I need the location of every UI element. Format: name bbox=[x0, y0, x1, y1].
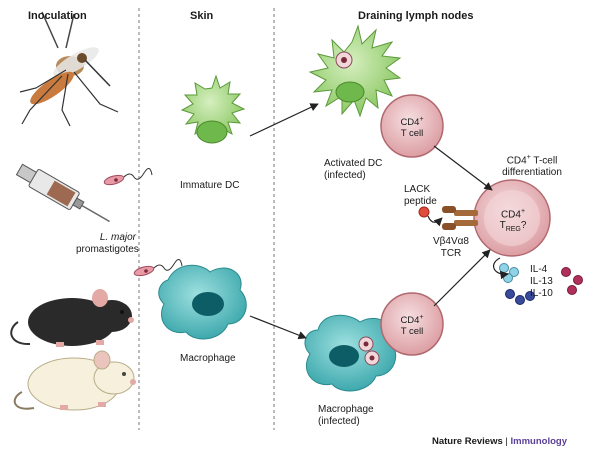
infected-macrophage-cell bbox=[304, 314, 397, 392]
black-mouse-icon bbox=[10, 289, 134, 347]
secretion-arrow bbox=[492, 257, 509, 280]
header-inoculation: Inoculation bbox=[28, 10, 87, 22]
syringe-icon bbox=[15, 163, 110, 223]
activated-dc-label: Activated DC (infected) bbox=[324, 158, 382, 182]
il10-label: IL-10 bbox=[530, 288, 553, 299]
immature-dc-label: Immature DC bbox=[180, 180, 240, 191]
activated-dc-cell bbox=[308, 24, 402, 118]
arrow-lower-differentiation bbox=[433, 249, 491, 307]
promastigotes-label: L. major promastigotes bbox=[76, 232, 139, 256]
promastigotes-text: promastigotes bbox=[76, 244, 139, 255]
differentiation-tcell: T-cell bbox=[530, 155, 558, 167]
lack-label: LACK peptide bbox=[404, 184, 437, 208]
il13-label: IL-13 bbox=[530, 276, 553, 287]
infected-macrophage-line1: Macrophage bbox=[318, 404, 374, 415]
arrow-dc-migration bbox=[249, 103, 319, 137]
macrophage-label: Macrophage bbox=[180, 353, 236, 364]
activated-dc-line2: (infected) bbox=[324, 170, 366, 181]
credit-section: Immunology bbox=[510, 436, 567, 447]
journal-credit: Nature Reviews | Immunology bbox=[432, 436, 567, 447]
treg-cd4: CD4 bbox=[500, 209, 521, 221]
differentiation-cd4: CD4 bbox=[506, 155, 527, 167]
credit-separator: | bbox=[502, 436, 511, 447]
lack-line2: peptide bbox=[404, 196, 437, 207]
t-cell-upper-cd4-sup: + bbox=[419, 116, 424, 123]
promastigotes-species: L. major bbox=[99, 232, 136, 243]
white-mouse-icon bbox=[13, 350, 136, 411]
differentiation-label: CD4+ T-cell differentiation bbox=[484, 152, 580, 179]
differentiation-sup: + bbox=[526, 154, 531, 161]
t-cell-lower-label: CD4+ T cell bbox=[392, 312, 432, 337]
lack-peptide bbox=[418, 206, 443, 227]
treg-cell bbox=[473, 179, 551, 257]
tcr-label: Vβ4Vα8 TCR bbox=[426, 236, 476, 260]
t-cell-lower-text: T cell bbox=[400, 326, 424, 338]
parasite-icon bbox=[133, 259, 183, 277]
t-cell-upper bbox=[380, 94, 444, 158]
tcr-receptor bbox=[442, 206, 478, 230]
activated-dc-line1: Activated DC bbox=[324, 158, 383, 169]
treg-t: T bbox=[499, 220, 506, 232]
cytokine-dots bbox=[499, 263, 583, 305]
il4-label: IL-4 bbox=[530, 264, 548, 275]
arrow-macrophage-migration bbox=[249, 315, 307, 340]
t-cell-lower-cd4-sup: + bbox=[419, 314, 424, 321]
header-skin: Skin bbox=[190, 10, 214, 22]
immature-dc-cell bbox=[180, 74, 246, 144]
treg-label: CD4+ TREG? bbox=[490, 206, 536, 235]
mosquito-icon bbox=[19, 11, 119, 127]
tcr-line2: TCR bbox=[440, 248, 462, 259]
t-cell-upper-text: T cell bbox=[400, 128, 424, 140]
differentiation-word: differentiation bbox=[502, 167, 562, 179]
t-cell-lower-cd4: CD4 bbox=[400, 315, 420, 327]
tcr-line1: Vβ4Vα8 bbox=[433, 236, 469, 247]
infected-macrophage-label: Macrophage (infected) bbox=[318, 404, 374, 428]
t-cell-lower bbox=[380, 292, 444, 356]
treg-cd4-sup: + bbox=[520, 208, 526, 215]
header-lymph-nodes: Draining lymph nodes bbox=[358, 10, 474, 22]
t-cell-upper-cd4: CD4 bbox=[400, 117, 420, 129]
arrow-upper-differentiation bbox=[433, 145, 493, 191]
infected-macrophage-line2: (infected) bbox=[318, 416, 360, 427]
macrophage-cell bbox=[158, 264, 247, 340]
treg-sub: REG bbox=[505, 226, 521, 234]
treg-q: ? bbox=[520, 220, 527, 232]
t-cell-upper-label: CD4+ T cell bbox=[392, 114, 432, 139]
credit-journal: Nature Reviews bbox=[432, 436, 503, 447]
parasite-icon bbox=[103, 168, 153, 186]
lack-line1: LACK bbox=[404, 184, 431, 195]
